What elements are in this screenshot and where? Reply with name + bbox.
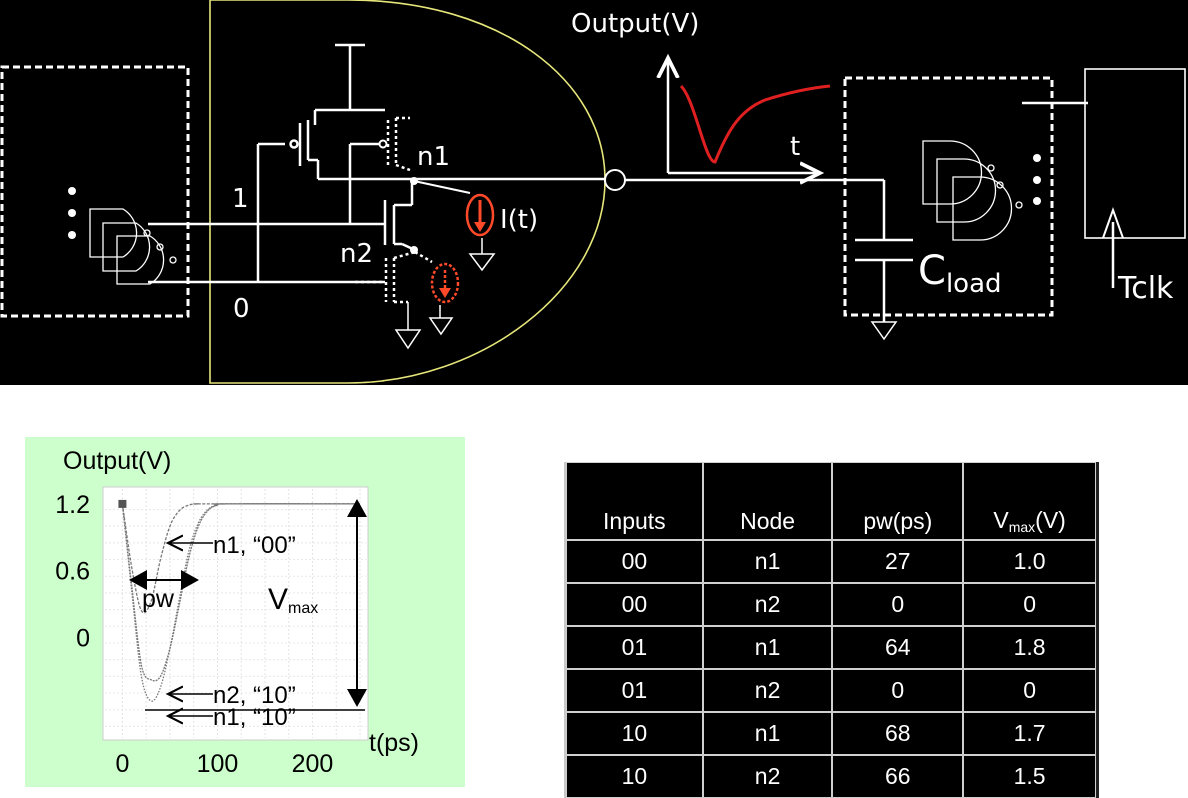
y-tick-label: 0 [76,624,90,652]
col-header-inputs: Inputs [566,462,703,540]
input-label-1: 1 [232,184,249,214]
cell-node: n1 [702,626,833,669]
pmos-network [289,43,605,224]
node-label-n2: n2 [340,239,373,269]
x-axis-label: t(ps) [369,729,419,757]
cell-inputs: 00 [566,540,703,583]
cell-inputs: 10 [566,755,703,798]
series-line-3 [121,503,361,702]
output-waveform-inset: Output(V) t [571,9,831,173]
cell-pw: 0 [832,583,964,626]
node-label-n1: n1 [417,142,450,172]
cell-pw: 66 [832,755,964,798]
cell-node: n2 [702,755,833,798]
plot-series [118,499,361,702]
cell-pw: 27 [832,540,964,583]
cell-pw: 0 [832,669,964,712]
nand-gate-stack-icon [922,140,1023,241]
time-axis-label: t [790,132,800,162]
flip-flop-block [1022,68,1186,288]
cell-inputs: 01 [566,669,703,712]
y-tick-label: 1.2 [55,491,90,519]
output-axis-label: Output(V) [571,9,699,39]
pmos-off-dashed [386,116,411,172]
tclk-label: Tclk [1117,271,1174,306]
col-header-pw: pw(ps) [832,462,964,540]
cell-inputs: 01 [566,626,703,669]
load-gate-block [843,76,1054,317]
label-n1-00: n1, “00” [213,532,296,559]
y-axis-label: Output(V) [63,447,171,475]
label-n1-10: n1, “10” [213,704,296,731]
ellipsis-dots-icon [1033,154,1041,205]
cell-node: n1 [702,540,833,583]
x-tick-label: 200 [292,750,334,778]
schematic-canvas: n1 n2 1 0 I(t) Output(V) t Cload [0,0,1186,384]
cload-label: Cload [918,248,1002,299]
cell-vmax: 1.8 [963,626,1096,669]
x-tick-label: 0 [115,750,129,778]
clock-edge-icon [1102,207,1124,239]
current-source-dashed-icon [430,262,460,304]
ground-icon [394,180,496,350]
label-pw: pw [142,585,175,613]
label-n2-10: n2, “10” [213,682,296,709]
nand-gate-stack-icon [89,208,177,285]
table-header-row: Inputs Node pw(ps) Vmax(V) [566,462,1096,540]
cell-pw: 64 [832,626,964,669]
y-tick-label: 0.6 [55,558,90,586]
start-marker [118,499,127,508]
cell-vmax: 0 [963,669,1096,712]
cell-inputs: 00 [566,583,703,626]
col-header-node: Node [702,462,833,540]
circuit-schematic: n1 n2 1 0 I(t) Output(V) t Cload [0,0,1188,385]
col-header-vmax: Vmax(V) [963,462,1096,540]
cell-node: n2 [702,669,833,712]
cell-vmax: 1.5 [963,755,1096,798]
series-line-1 [121,503,360,614]
plot-ticks: 0 100 200 1.2 0.6 0 [55,491,333,778]
cell-vmax: 1.0 [963,540,1096,583]
cell-node: n1 [702,712,833,755]
x-tick-label: 100 [197,750,239,778]
label-vmax: Vmax [268,583,318,617]
nmos-on [383,182,416,252]
cell-vmax: 0 [963,583,1096,626]
ellipsis-dots-icon [68,187,76,239]
cell-node: n2 [702,583,833,626]
cell-inputs: 10 [566,712,703,755]
driver-gate-block [0,65,190,318]
load-capacitor-icon [855,238,913,341]
current-source-icon [465,193,495,237]
current-label: I(t) [500,205,538,235]
output-node [604,169,626,191]
input-label-0: 0 [233,294,250,324]
cell-pw: 68 [832,712,964,755]
input-wires [148,142,385,284]
output-pulse-curve [679,84,831,164]
cell-vmax: 1.7 [963,712,1096,755]
